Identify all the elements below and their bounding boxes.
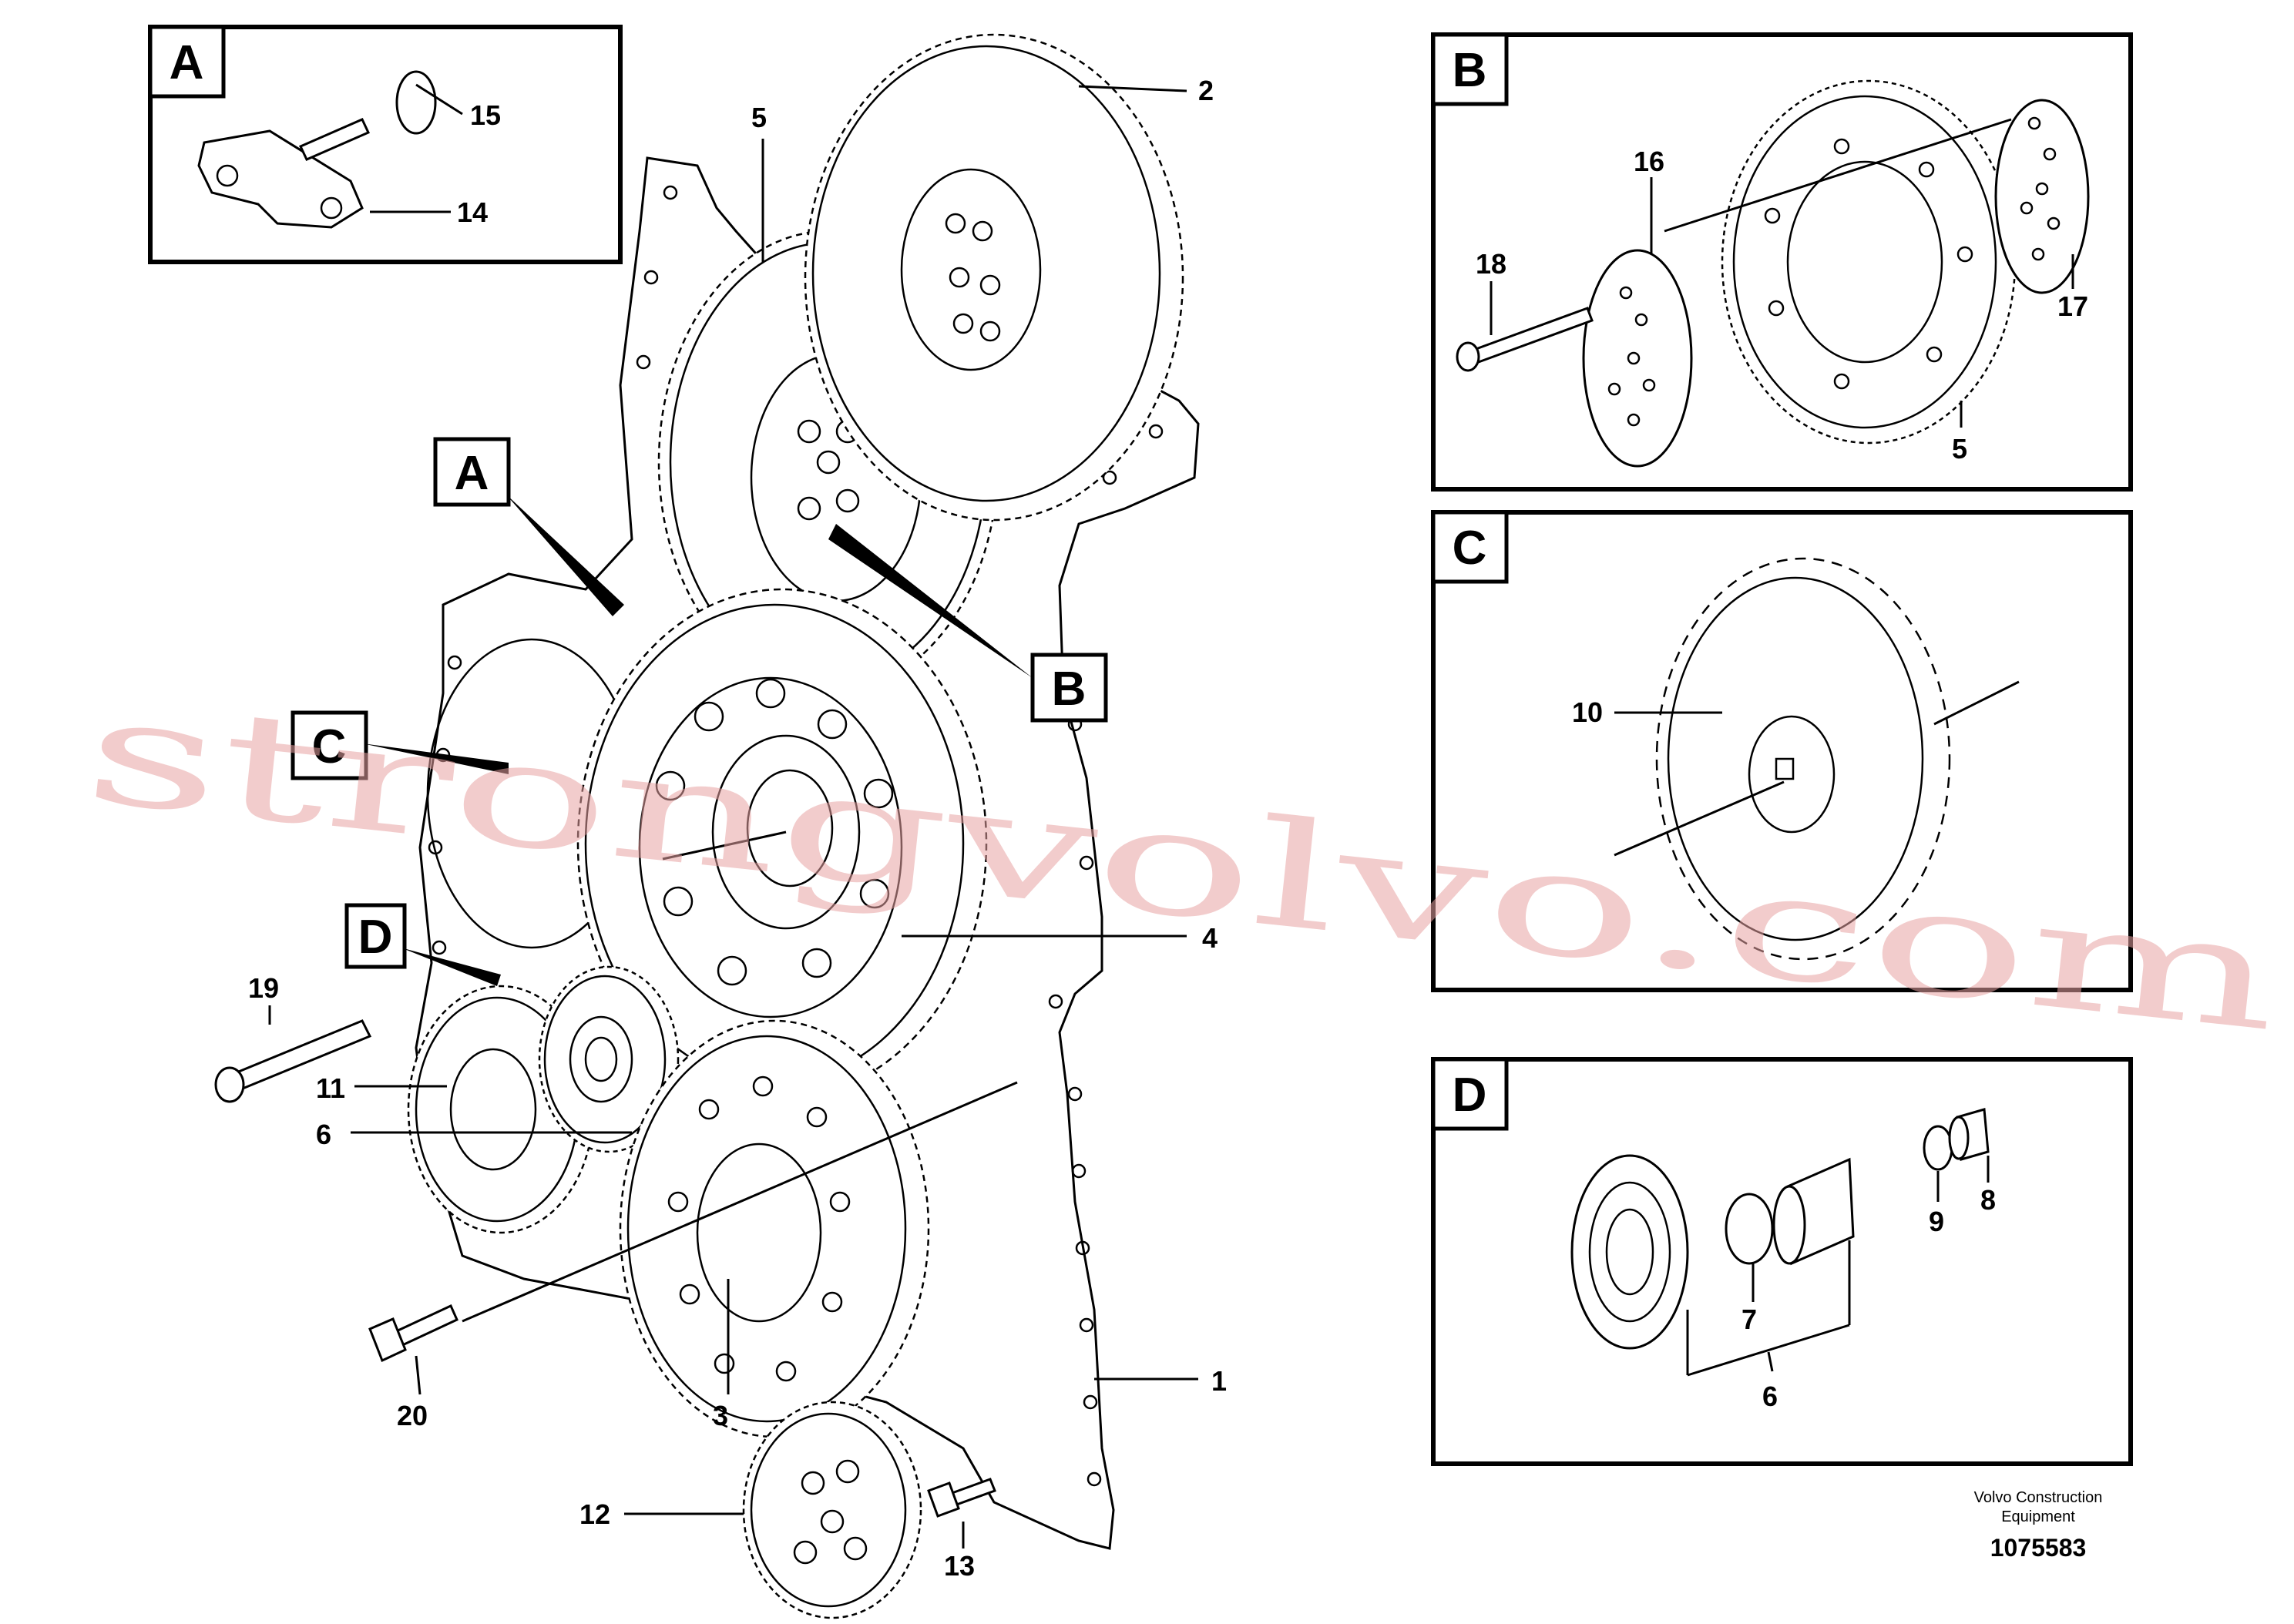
callout-19: 19 xyxy=(248,972,279,1004)
gear-part-10 xyxy=(1655,557,1951,961)
callout-15: 15 xyxy=(470,99,501,131)
inset-a-bolt xyxy=(298,118,371,161)
svg-text:B: B xyxy=(1453,44,1487,97)
idler-gear-d xyxy=(538,965,680,1153)
gear-part-3 xyxy=(619,1019,930,1438)
callout-1: 1 xyxy=(1211,1365,1227,1397)
bearing xyxy=(1570,1154,1689,1350)
callout-3: 3 xyxy=(713,1400,728,1431)
callout-4: 4 xyxy=(1202,922,1218,954)
inset-d: D 7 9 8 6 xyxy=(1431,1057,2133,1466)
gear-part-2 xyxy=(804,33,1184,522)
svg-text:D: D xyxy=(358,911,393,964)
bolt-part-19 xyxy=(214,1019,372,1103)
brand-line-2: Equipment xyxy=(2001,1508,2075,1525)
callout-11: 11 xyxy=(316,1072,345,1104)
callout-12: 12 xyxy=(579,1498,610,1530)
svg-text:B: B xyxy=(1052,663,1087,716)
detail-ref-d: D xyxy=(344,903,501,986)
callout-7: 7 xyxy=(1741,1304,1757,1335)
svg-text:A: A xyxy=(170,36,204,89)
leader-lines-main xyxy=(268,85,1198,1549)
brand-line-1: Volvo Construction xyxy=(1974,1489,2103,1506)
bolt-part-13 xyxy=(927,1478,996,1518)
gear-part-12 xyxy=(742,1401,922,1619)
detail-ref-c: C xyxy=(291,710,509,780)
o-ring-part-15 xyxy=(395,70,437,135)
bolt-part-20 xyxy=(368,1304,458,1363)
callout-17: 17 xyxy=(2057,290,2088,322)
callout-5-b: 5 xyxy=(1952,433,1967,465)
inset-b: B 18 16 17 5 xyxy=(1431,32,2133,492)
callout-10: 10 xyxy=(1572,696,1603,728)
callout-5-main: 5 xyxy=(751,102,767,133)
hub-part-16 xyxy=(1582,249,1693,468)
callout-2: 2 xyxy=(1198,75,1214,106)
plate-part-17 xyxy=(1994,99,2090,294)
gear-part-4 xyxy=(576,588,988,1099)
callout-16: 16 xyxy=(1634,146,1664,177)
svg-text:C: C xyxy=(312,720,347,773)
drawing-number: 1075583 xyxy=(1990,1534,2087,1562)
callout-18: 18 xyxy=(1476,248,1506,280)
svg-text:C: C xyxy=(1453,522,1487,575)
callout-20: 20 xyxy=(397,1400,428,1431)
detail-ref-b: B xyxy=(828,524,1108,723)
ring-part-9 xyxy=(1923,1125,1953,1171)
svg-text:D: D xyxy=(1453,1069,1487,1122)
callout-8: 8 xyxy=(1980,1184,1996,1216)
callout-13: 13 xyxy=(944,1550,975,1582)
inset-c: C 10 xyxy=(1431,510,2133,992)
callout-9: 9 xyxy=(1929,1206,1944,1237)
detail-ref-a: A xyxy=(433,437,624,616)
inset-a: A 15 14 xyxy=(148,25,623,264)
ring-part-7 xyxy=(1725,1193,1774,1265)
callout-14: 14 xyxy=(457,196,488,228)
footer: Volvo Construction Equipment 1075583 xyxy=(1974,1489,2103,1562)
callout-6-main: 6 xyxy=(316,1119,331,1150)
svg-text:A: A xyxy=(455,447,489,500)
callout-6-d: 6 xyxy=(1762,1381,1778,1412)
